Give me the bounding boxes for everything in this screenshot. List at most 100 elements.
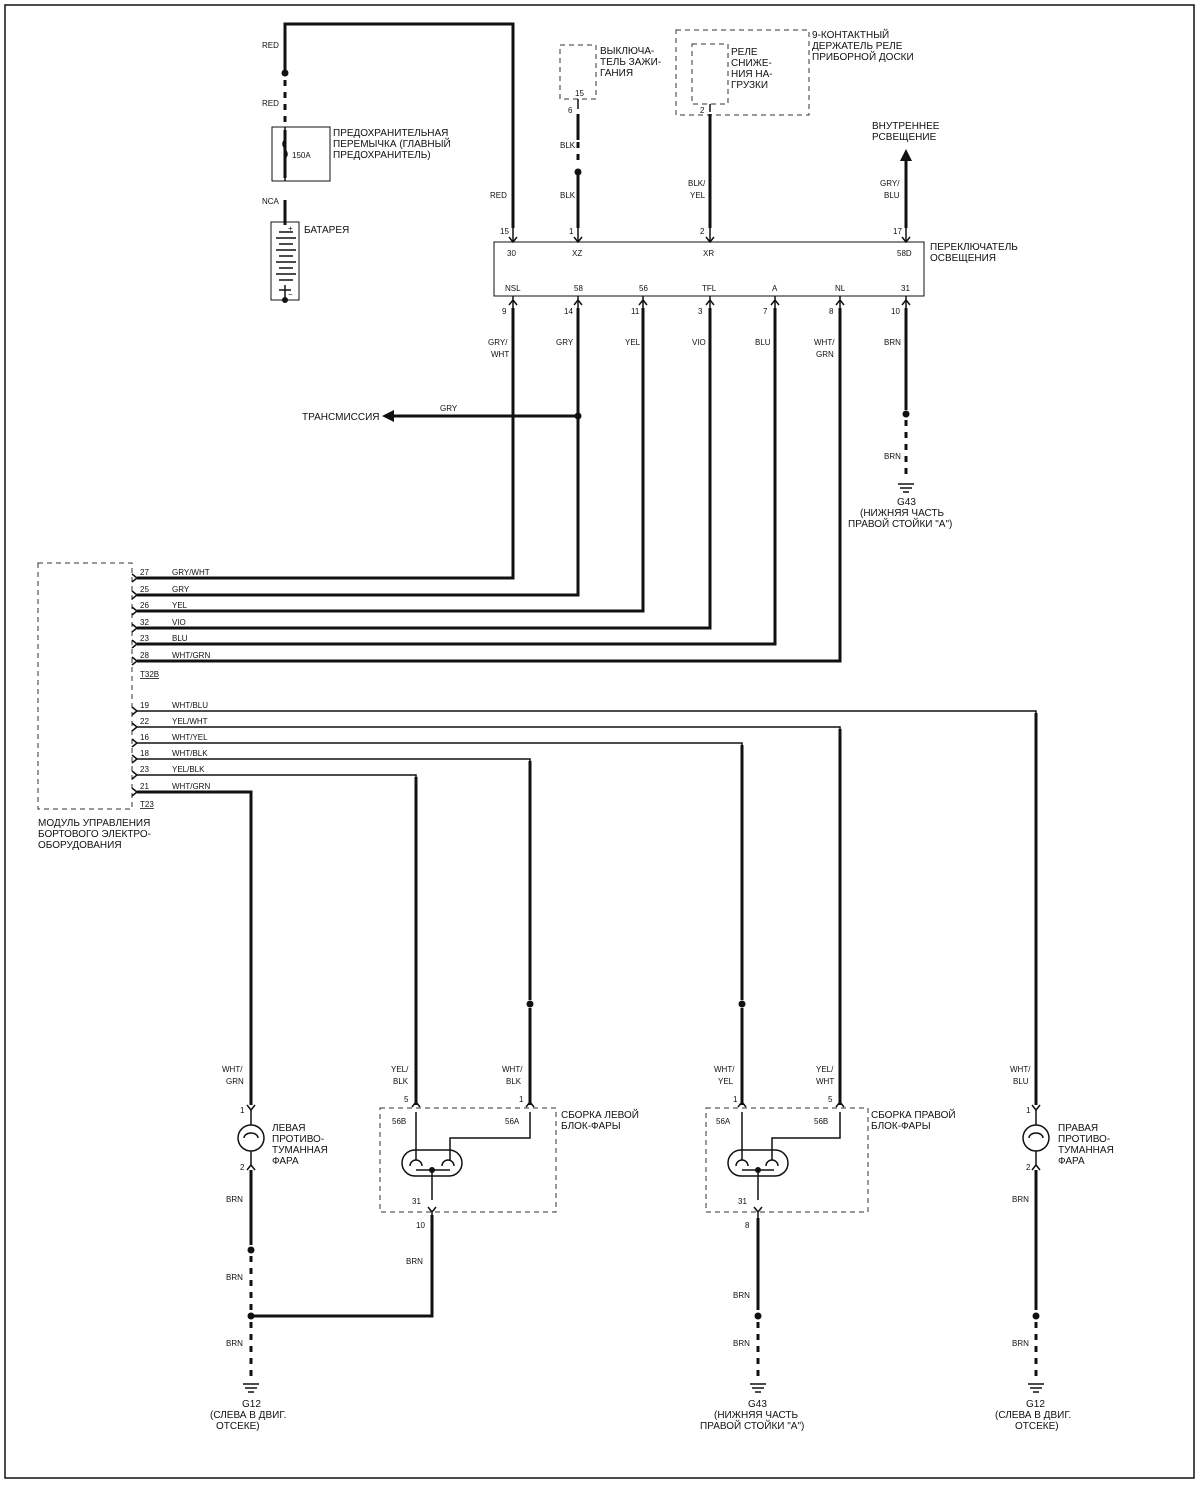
svg-text:25: 25: [140, 585, 149, 594]
svg-text:56A: 56A: [716, 1117, 731, 1126]
wire-gry-blu: GRY/ BLU: [880, 179, 902, 200]
switch-pin-3: 3: [698, 307, 703, 316]
ignition-pin-15: 15: [575, 89, 584, 98]
interior-light-circuit: GRY/ BLU ВНУТРЕННЕЕ РСВЕЩЕНИЕ: [872, 121, 940, 228]
term-56: 56: [639, 284, 648, 293]
svg-text:BRN: BRN: [733, 1339, 750, 1348]
relay-holder-label: 9-КОНТАКТНЫЙ ДЕРЖАТЕЛЬ РЕЛЕ ПРИБОРНОЙ ДО…: [812, 28, 914, 63]
switch-pin-11: 11: [631, 307, 640, 316]
svg-text:WHT/BLU: WHT/BLU: [172, 701, 208, 710]
wire-blk-2: BLK: [560, 191, 576, 200]
svg-text:GRY: GRY: [172, 585, 190, 594]
svg-text:BRN: BRN: [1012, 1195, 1029, 1204]
wire-red-1: RED: [262, 41, 279, 50]
svg-text:YEL/BLK: YEL/BLK: [172, 765, 205, 774]
svg-text:16: 16: [140, 733, 149, 742]
term-30: 30: [507, 249, 516, 258]
switch-bottom-pins: NSL 58 56 TFL A NL 31 9 14 11 3 7 8 10: [502, 284, 911, 316]
term-nsl: NSL: [505, 284, 521, 293]
ignition-switch-circuit: 15 6 BLK BLK ВЫКЛЮЧА- ТЕЛЬ ЗАЖИ- ГАНИЯ: [559, 44, 664, 228]
svg-text:31: 31: [738, 1197, 747, 1206]
svg-text:31: 31: [412, 1197, 421, 1206]
svg-text:WHT/GRN: WHT/GRN: [814, 338, 835, 359]
svg-text:WHT/GRN: WHT/GRN: [222, 1065, 244, 1086]
svg-text:1: 1: [240, 1106, 245, 1115]
svg-text:5: 5: [828, 1095, 833, 1104]
left-fog-bulb: [237, 1124, 265, 1152]
svg-text:22: 22: [140, 717, 149, 726]
svg-text:VIO: VIO: [172, 618, 186, 627]
svg-text:YEL/WHT: YEL/WHT: [816, 1065, 834, 1086]
wire-blk-1: BLK: [560, 141, 576, 150]
wire-red-3: RED: [490, 191, 507, 200]
battery-minus: −: [288, 290, 293, 299]
svg-text:G12 (СЛЕВА В ДВИГ.: G12 (СЛЕВА В ДВИГ. ОТСЕКЕ): [995, 1399, 1074, 1432]
svg-text:1: 1: [1026, 1106, 1031, 1115]
right-fog-lamp: WHT/BLU 1 2 ПРАВАЯ ПРОТИВО- ТУМАННАЯ ФАР…: [995, 1065, 1114, 1432]
switch-pin-1: 1: [569, 227, 574, 236]
svg-text:BRN: BRN: [884, 338, 901, 347]
battery-label: БАТАРЕЯ: [304, 225, 349, 236]
switch-bottom-wire-labels: GRY/WHT GRY YEL VIO BLU WHT/GRN BRN: [488, 338, 901, 359]
svg-text:YEL: YEL: [625, 338, 641, 347]
ignition-pin-6: 6: [568, 106, 573, 115]
svg-text:YEL/WHT: YEL/WHT: [172, 717, 208, 726]
right-fog-bulb: [1022, 1124, 1050, 1152]
svg-text:WHT/YEL: WHT/YEL: [172, 733, 208, 742]
svg-text:56A: 56A: [505, 1117, 520, 1126]
svg-text:1: 1: [733, 1095, 738, 1104]
left-headlamp-assembly: YEL/BLK WHT/BLK 5 1 56B 56A 31 10 BRN СБ…: [379, 1065, 639, 1316]
switch-pin-7: 7: [763, 307, 768, 316]
svg-text:СБОРКА ПРАВОЙ БЛОК-ФАРЫ: СБОРКА ПРАВОЙ БЛОК-ФАРЫ: [871, 1108, 958, 1132]
ignition-switch-label: ВЫКЛЮЧА- ТЕЛЬ ЗАЖИ- ГАНИЯ: [600, 46, 664, 79]
switch-pin-8: 8: [829, 307, 834, 316]
module-lower-wires: [137, 710, 1038, 1105]
wire-brn-g43: BRN: [884, 452, 901, 461]
svg-text:56B: 56B: [814, 1117, 828, 1126]
term-a: A: [772, 284, 778, 293]
battery-plus: +: [288, 224, 293, 233]
svg-text:21: 21: [140, 782, 149, 791]
svg-text:28: 28: [140, 651, 149, 660]
wire-nca: NCA: [262, 197, 280, 206]
svg-text:8: 8: [745, 1221, 750, 1230]
switch-pin-17: 17: [893, 227, 902, 236]
svg-text:GRY/WHT: GRY/WHT: [172, 568, 210, 577]
ground-g43-top: BRN G43 (НИЖНЯЯ ЧАСТЬ ПРАВОЙ СТОЙКИ "А"): [848, 308, 952, 530]
svg-text:BRN: BRN: [733, 1291, 750, 1300]
svg-text:BRN: BRN: [226, 1273, 243, 1282]
svg-text:32: 32: [140, 618, 149, 627]
switch-pin-9: 9: [502, 307, 507, 316]
svg-text:G12 (СЛЕВА В ДВИГ.: G12 (СЛЕВА В ДВИГ. ОТСЕКЕ): [210, 1399, 289, 1432]
svg-text:WHT/GRN: WHT/GRN: [172, 651, 210, 660]
switch-to-module-wires: GRY ТРАНСМИССИЯ: [137, 308, 842, 663]
transmission-label: ТРАНСМИССИЯ: [302, 412, 379, 423]
term-58d: 58D: [897, 249, 912, 258]
relay-label: РЕЛЕ СНИЖЕ- НИЯ НА- ГРУЗКИ: [731, 47, 775, 91]
switch-pin-14: 14: [564, 307, 573, 316]
svg-text:BLU: BLU: [755, 338, 771, 347]
svg-text:WHT/YEL: WHT/YEL: [714, 1065, 735, 1086]
battery-feed-circuit: 150A RED RED NCA RED ПРЕДОХРАНИТЕЛЬНАЯ П…: [262, 22, 515, 303]
switch-top-pins: 15 1 2 17 30 XZ XR 58D: [500, 227, 912, 258]
svg-text:BRN: BRN: [406, 1257, 423, 1266]
svg-text:1: 1: [519, 1095, 524, 1104]
right-headlamp-assembly: WHT/YEL YEL/WHT 1 5 56A 56B 31 8 BRN BRN…: [700, 1065, 958, 1432]
svg-text:YEL: YEL: [172, 601, 188, 610]
switch-pin-15: 15: [500, 227, 509, 236]
term-58: 58: [574, 284, 583, 293]
svg-text:BRN: BRN: [226, 1195, 243, 1204]
svg-text:VIO: VIO: [692, 338, 706, 347]
svg-text:5: 5: [404, 1095, 409, 1104]
term-tfl: TFL: [702, 284, 717, 293]
svg-text:G43 (НИЖНЯЯ ЧАСТЬ: G43 (НИЖНЯЯ ЧАСТЬ ПРАВОЙ СТОЙКИ "А"): [848, 497, 952, 530]
svg-text:23: 23: [140, 634, 149, 643]
svg-text:BLU: BLU: [172, 634, 188, 643]
fuse-link-label: ПРЕДОХРАНИТЕЛЬНАЯ ПЕРЕМЫЧКА (ГЛАВНЫЙ ПРЕ…: [333, 128, 453, 161]
svg-text:2: 2: [240, 1163, 245, 1172]
svg-text:WHT/BLU: WHT/BLU: [1010, 1065, 1031, 1086]
